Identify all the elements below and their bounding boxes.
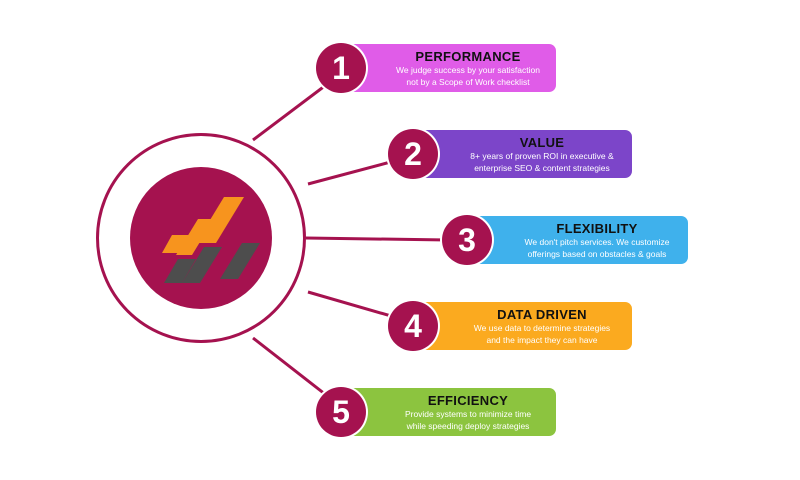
item-4-number: 4 <box>388 301 438 351</box>
logo-stripe-gray-3 <box>220 243 260 279</box>
item-4-desc-line1: We use data to determine strategies <box>473 322 611 333</box>
connector-line-4 <box>307 290 399 320</box>
item-2-card: VALUE 8+ years of proven ROI in executiv… <box>418 130 632 178</box>
item-3-card: FLEXIBILITY We don't pitch services. We … <box>472 216 688 264</box>
item-5-card: EFFICIENCY Provide systems to minimize t… <box>346 388 556 436</box>
item-4-desc-line2: and the impact they can have <box>486 334 598 345</box>
item-1-number: 1 <box>316 43 366 93</box>
item-5-badge: 5 <box>314 385 368 439</box>
item-5-desc-line2: while speeding deploy strategies <box>406 420 530 431</box>
item-2-desc-line2: enterprise SEO & content strategies <box>474 162 610 173</box>
item-4-badge: 4 <box>386 299 440 353</box>
item-4-card: DATA DRIVEN We use data to determine str… <box>418 302 632 350</box>
item-1-desc-line1: We judge success by your satisfaction <box>396 64 540 75</box>
item-2-title: VALUE <box>519 134 565 150</box>
item-3-desc-line2: offerings based on obstacles & goals <box>527 248 667 259</box>
item-1-badge: 1 <box>314 41 368 95</box>
logo-stripe-orange-1 <box>162 235 190 253</box>
item-3-badge: 3 <box>440 213 494 267</box>
item-5-number: 5 <box>316 387 366 437</box>
logo-stripe-orange-2 <box>176 219 214 255</box>
item-1-title: PERFORMANCE <box>415 48 521 64</box>
item-3-title: FLEXIBILITY <box>556 220 638 236</box>
item-5-desc-line1: Provide systems to minimize time <box>404 408 532 419</box>
item-2-badge: 2 <box>386 127 440 181</box>
logo-stripe-orange-3 <box>196 197 244 243</box>
logo-stripe-gray-1 <box>164 259 196 283</box>
item-2-number: 2 <box>388 129 438 179</box>
connector-line-1 <box>252 80 331 142</box>
company-logo-icon <box>162 197 260 283</box>
item-1-card: PERFORMANCE We judge success by your sat… <box>346 44 556 92</box>
item-1-desc-line2: not by a Scope of Work checklist <box>406 76 530 87</box>
connector-line-2 <box>307 158 399 186</box>
logo-stripe-gray-2 <box>182 247 222 283</box>
connector-line-3 <box>305 236 449 242</box>
connector-line-5 <box>252 336 331 400</box>
item-5-title: EFFICIENCY <box>427 392 509 408</box>
item-3-desc-line1: We don't pitch services. We customize <box>524 236 670 247</box>
item-3-number: 3 <box>442 215 492 265</box>
item-2-desc-line1: 8+ years of proven ROI in executive & <box>470 150 614 161</box>
item-4-title: DATA DRIVEN <box>497 306 587 322</box>
